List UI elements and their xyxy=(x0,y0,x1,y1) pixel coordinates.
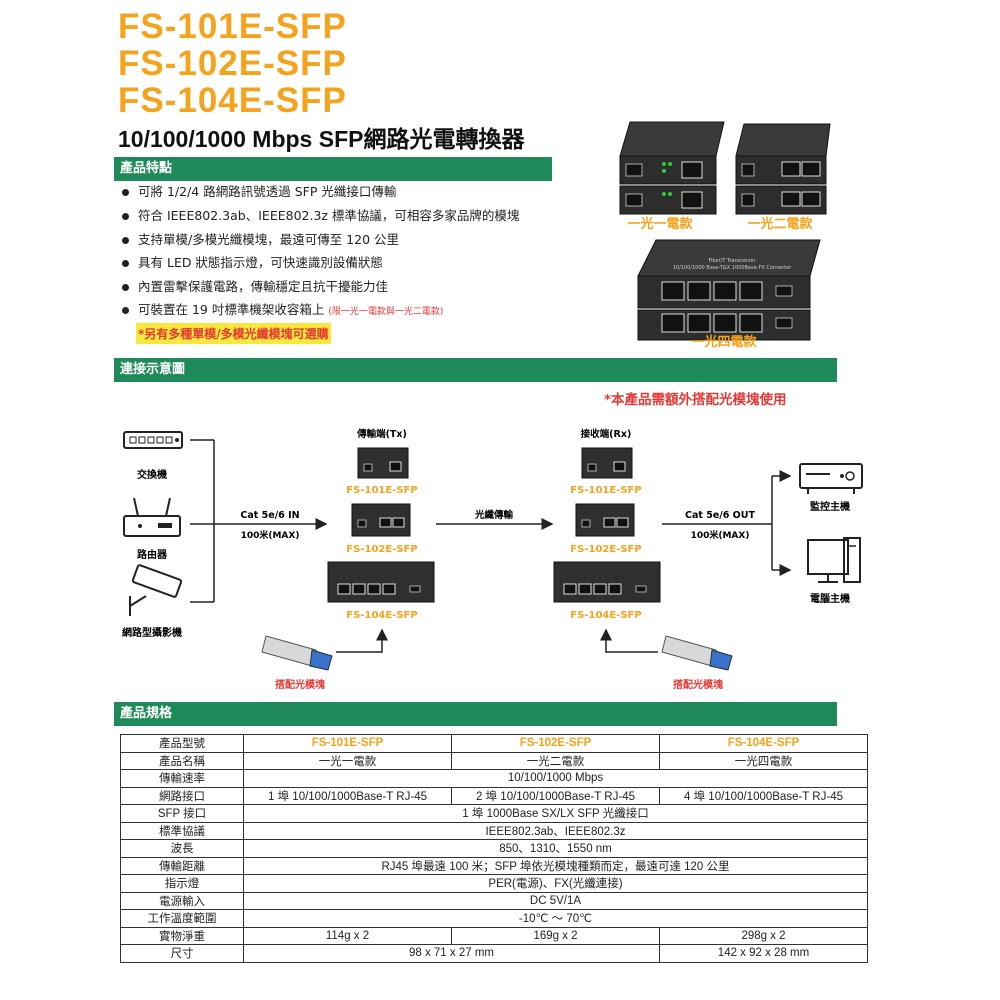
table-row: 工作溫度範圍 -10℃ ～ 70℃ xyxy=(120,909,868,928)
tx-device-101 xyxy=(357,447,409,479)
table-row: 網路接口 1 埠 10/100/1000Base-T RJ-45 2 埠 10/… xyxy=(120,786,868,805)
label-2-image: 一光二電款 xyxy=(747,216,813,232)
spec-table: 產品型號 FS-101E-SFP FS-102E-SFP FS-104E-SFP… xyxy=(120,734,868,963)
rx-device-102 xyxy=(575,503,635,537)
product-photos: 一光一電款 一光二電款 Fiber/T Transceiver 10/100/1… xyxy=(619,121,831,350)
table-row: 產品名稱 一光一電款 一光二電款 一光四電款 xyxy=(120,751,868,770)
table-row: 指示燈 PER(電源)、FX(光纖連接) xyxy=(120,874,868,893)
feature-item: 內置雷擊保護電路，傳輸穩定且抗干擾能力佳 xyxy=(122,280,388,294)
table-row: 傳輸距離 RJ45 埠最遠 100 米；SFP 埠依光模塊種類而定，最遠可達 1… xyxy=(120,856,868,875)
tx-device-102 xyxy=(351,503,411,537)
rx-device-101 xyxy=(581,447,633,479)
rx-label: 接收端(Rx) xyxy=(581,428,632,440)
bullet-icon xyxy=(122,260,129,267)
connection-diagram: 交換機 路由器 網路型攝影機 Cat 5e/6 IN 100米(MAX) 傳輸端… xyxy=(122,428,863,691)
sfp-module-left-icon xyxy=(261,635,333,671)
label-4-image: 一光四電款 xyxy=(691,334,757,350)
tx-model-101: FS-101E-SFP xyxy=(346,485,417,496)
model-title-2: FS-102E-SFP xyxy=(118,44,347,83)
features-section-bar: 產品特點 xyxy=(114,157,552,181)
switch-label: 交換機 xyxy=(137,468,167,481)
rx-model-101: FS-101E-SFP xyxy=(570,485,641,496)
dvr-icon xyxy=(799,463,863,494)
tx-device-104 xyxy=(327,561,435,603)
computer-label: 電腦主機 xyxy=(810,592,850,605)
feature-item: 支持單模/多模光纖模塊，最遠可傳至 120 公里 xyxy=(122,233,399,247)
table-row: 標準協議 IEEE802.3ab、IEEE802.3z xyxy=(120,821,868,840)
feature-item: 可裝置在 19 吋標準機架收容箱上 (限一光一電款與一光二電款) xyxy=(122,303,444,317)
cable-in-label: Cat 5e/6 IN xyxy=(240,510,299,521)
cable-out-distance: 100米(MAX) xyxy=(691,529,750,541)
camera-icon xyxy=(129,564,183,616)
feature-item: 符合 IEEE802.3ab、IEEE802.3z 標準協議，可相容多家品牌的模… xyxy=(122,209,519,223)
device-101-image xyxy=(619,121,725,215)
tx-model-104: FS-104E-SFP xyxy=(346,610,417,621)
svg-text:10/100/1000 Base-T&X 1000Base-: 10/100/1000 Base-T&X 1000Base-FX Convert… xyxy=(673,265,793,271)
specs-section-bar: 產品規格 xyxy=(114,702,837,726)
table-row: 尺寸 98 x 71 x 27 mm 142 x 92 x 28 mm xyxy=(120,944,868,963)
label-1-image: 一光一電款 xyxy=(627,216,693,232)
model-title-1: FS-101E-SFP xyxy=(118,7,347,46)
output-bracket xyxy=(662,470,792,576)
bullet-icon xyxy=(122,307,129,314)
rx-model-104: FS-104E-SFP xyxy=(570,610,641,621)
rx-model-102: FS-102E-SFP xyxy=(570,544,641,555)
camera-label: 網路型攝影機 xyxy=(122,626,182,639)
bullet-icon xyxy=(122,284,129,291)
bullet-icon xyxy=(122,189,129,196)
table-row: 電源輸入 DC 5V/1A xyxy=(120,891,868,910)
table-row: 產品型號 FS-101E-SFP FS-102E-SFP FS-104E-SFP xyxy=(120,734,868,753)
dvr-label: 監控主機 xyxy=(810,500,850,513)
input-bracket xyxy=(190,439,328,603)
bullet-icon xyxy=(122,213,129,220)
table-row: 波長 850、1310、1550 nm xyxy=(120,839,868,858)
rack-note: (限一光一電款與一光二電款) xyxy=(328,307,444,317)
table-row: 實物淨重 114g x 2 169g x 2 298g x 2 xyxy=(120,926,868,945)
module-required-note: *本產品需額外搭配光模塊使用 xyxy=(604,392,787,408)
device-104-image: Fiber/T Transceiver 10/100/1000 Base-T&X… xyxy=(637,239,821,341)
module-left-arrow xyxy=(336,628,388,653)
switch-icon xyxy=(123,431,183,449)
table-row: 傳輸速率 10/100/1000 Mbps xyxy=(120,769,868,788)
svg-text:Fiber/T Transceiver: Fiber/T Transceiver xyxy=(708,258,756,264)
model-title-3: FS-104E-SFP xyxy=(118,81,347,120)
feature-item: 可將 1/2/4 路網路訊號透過 SFP 光纖接口傳輸 xyxy=(122,185,396,199)
module-left-label: 搭配光模塊 xyxy=(275,678,325,691)
module-right-label: 搭配光模塊 xyxy=(673,678,723,691)
tx-label: 傳輸端(Tx) xyxy=(356,428,407,440)
cable-out-label: Cat 5e/6 OUT xyxy=(685,510,755,521)
sfp-module-right-icon xyxy=(661,635,733,671)
router-icon xyxy=(123,497,181,537)
tx-model-102: FS-102E-SFP xyxy=(346,544,417,555)
computer-icon xyxy=(807,537,861,583)
bullet-icon xyxy=(122,237,129,244)
promo-note: *另有多種單模/多模光纖模塊可選購 xyxy=(136,323,331,344)
table-row: SFP 接口 1 埠 1000Base SX/LX SFP 光纖接口 xyxy=(120,804,868,823)
product-subtitle: 10/100/1000 Mbps SFP網路光電轉換器 xyxy=(118,126,525,152)
fiber-label: 光纖傳輸 xyxy=(474,509,514,521)
module-right-arrow xyxy=(600,628,658,653)
rx-device-104 xyxy=(553,561,661,603)
diagram-section-bar: 連接示意圖 xyxy=(114,358,837,382)
device-102-image xyxy=(735,123,831,215)
router-label: 路由器 xyxy=(137,548,168,561)
feature-item: 具有 LED 狀態指示燈，可快速識別設備狀態 xyxy=(122,256,383,270)
cable-in-distance: 100米(MAX) xyxy=(241,529,300,541)
